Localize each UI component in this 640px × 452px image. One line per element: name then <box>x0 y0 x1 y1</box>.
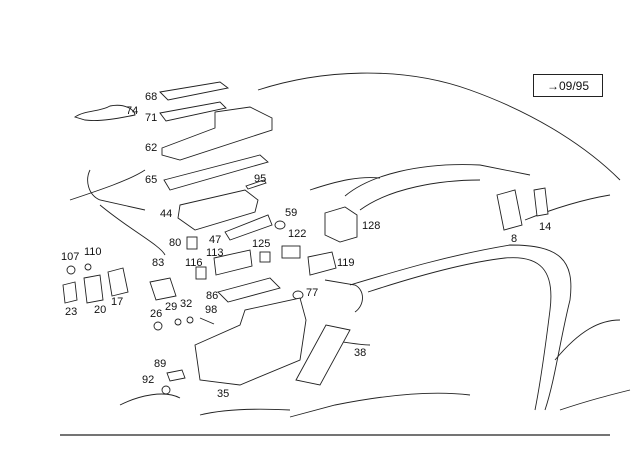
part-65-seal <box>163 154 269 191</box>
validity-date: 09/95 <box>558 78 590 93</box>
part-122 <box>281 245 301 259</box>
label-29: 29 <box>165 301 177 313</box>
label-107: 107 <box>61 251 79 263</box>
part-62-housing <box>161 106 273 161</box>
part-8 <box>496 189 523 231</box>
part-92 <box>161 385 171 395</box>
label-71: 71 <box>145 112 157 124</box>
part-128-relay <box>324 206 358 243</box>
part-38-cover <box>295 324 351 386</box>
label-89: 89 <box>154 358 166 370</box>
label-86: 86 <box>206 290 218 302</box>
label-65: 65 <box>145 174 157 186</box>
part-119 <box>307 251 337 276</box>
label-95: 95 <box>254 173 266 185</box>
arrow-icon: → <box>546 78 559 93</box>
part-71-seal <box>159 101 227 122</box>
parts <box>62 81 549 395</box>
label-122: 122 <box>288 228 306 240</box>
part-77 <box>292 290 304 300</box>
part-89 <box>166 369 186 382</box>
part-95-fuse <box>245 179 267 190</box>
part-116 <box>195 266 207 280</box>
label-83: 83 <box>152 257 164 269</box>
label-116: 116 <box>185 257 203 269</box>
label-110: 110 <box>84 246 102 258</box>
label-35: 35 <box>217 388 229 400</box>
part-labels: 68 74 71 62 65 95 44 59 128 122 80 47 12… <box>61 91 551 400</box>
label-125: 125 <box>252 238 270 250</box>
label-32: 32 <box>180 298 192 310</box>
part-29 <box>174 318 182 326</box>
part-32 <box>186 316 194 324</box>
label-74: 74 <box>126 105 138 117</box>
label-38: 38 <box>354 347 366 359</box>
part-17 <box>107 267 129 297</box>
part-98 <box>199 317 215 325</box>
part-47-strip <box>224 214 273 241</box>
label-8: 8 <box>511 233 517 245</box>
part-59 <box>274 220 286 230</box>
part-44-fuse-carrier <box>177 189 259 231</box>
label-14: 14 <box>539 221 551 233</box>
part-14 <box>533 187 549 217</box>
label-20: 20 <box>94 304 106 316</box>
part-68-cover <box>159 81 230 101</box>
label-77: 77 <box>306 287 318 299</box>
label-23: 23 <box>65 306 77 318</box>
part-110-washer <box>84 263 92 271</box>
label-59: 59 <box>285 207 297 219</box>
part-113 <box>213 249 253 276</box>
label-80: 80 <box>169 237 181 249</box>
label-17: 17 <box>111 296 123 308</box>
label-128: 128 <box>362 220 380 232</box>
part-125 <box>259 251 271 263</box>
part-20 <box>83 274 104 304</box>
label-47: 47 <box>209 234 221 246</box>
label-113: 113 <box>206 247 224 259</box>
label-98: 98 <box>205 304 217 316</box>
label-44: 44 <box>160 208 172 220</box>
car-body-outline <box>69 72 631 418</box>
part-107-screw <box>66 265 76 275</box>
label-92: 92 <box>142 374 154 386</box>
part-26-screw <box>153 321 163 331</box>
part-35-base-housing <box>194 297 307 386</box>
label-68: 68 <box>145 91 157 103</box>
part-80 <box>186 236 198 250</box>
part-83 <box>149 277 177 301</box>
label-62: 62 <box>145 142 157 154</box>
part-23 <box>62 281 78 304</box>
part-74-gasket <box>73 104 136 121</box>
label-26: 26 <box>150 308 162 320</box>
label-119: 119 <box>337 257 355 269</box>
validity-date-box: →09/95 <box>533 74 603 97</box>
part-86 <box>217 277 281 303</box>
